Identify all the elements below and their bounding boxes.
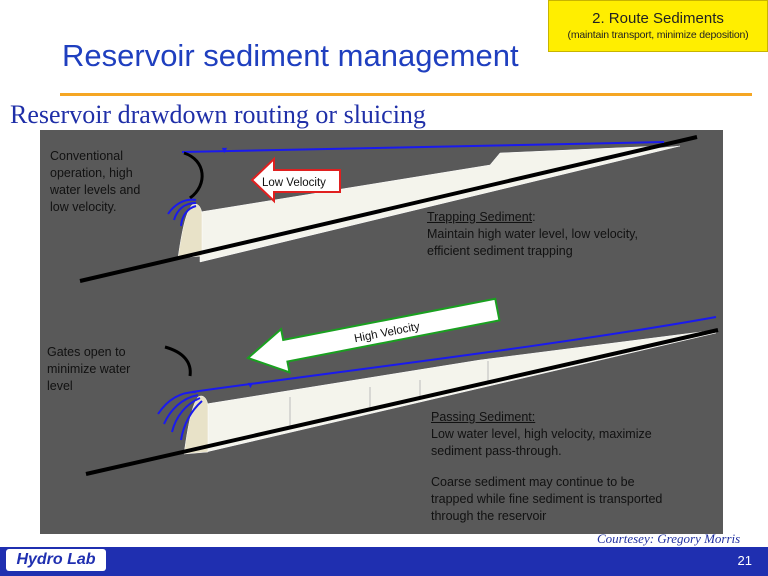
bottom-outflow-jet xyxy=(180,400,203,441)
bottom-extra-line: Coarse sediment may continue to be xyxy=(431,475,635,489)
top-dam xyxy=(177,203,203,259)
callout-heading: 2. Route Sediments xyxy=(592,10,724,27)
page-number: 21 xyxy=(737,553,752,568)
bottom-note: Gates open to minimize water level xyxy=(47,344,130,395)
callout-subheading: (maintain transport, minimize deposition… xyxy=(567,29,749,41)
bottom-outflow-jet xyxy=(163,394,199,425)
top-gate-arc xyxy=(183,151,204,200)
low-velocity-arrow-icon xyxy=(250,156,341,204)
bottom-outflow-jet xyxy=(171,397,201,433)
slide-title: Reservoir sediment management xyxy=(62,38,519,73)
top-description-line: efficient sediment trapping xyxy=(427,244,573,258)
courtesy-credit: Courtesey: Gregory Morris xyxy=(597,531,741,546)
bottom-dam xyxy=(183,395,209,455)
bottom-extra-line: through the reservoir xyxy=(431,509,547,523)
callout-box: 2. Route Sediments (maintain transport, … xyxy=(548,0,768,52)
bottom-description: Passing Sediment: Low water level, high … xyxy=(431,409,662,525)
top-ground-line xyxy=(79,135,698,283)
high-velocity-arrow-icon xyxy=(246,297,501,374)
hydro-lab-logo: Hydro Lab xyxy=(6,549,106,571)
top-description-line: Maintain high water level, low velocity, xyxy=(427,227,638,241)
bottom-note-line: level xyxy=(47,379,73,393)
trapping-heading: Trapping Sediment: xyxy=(427,210,536,224)
top-outflow-jet xyxy=(173,202,197,221)
top-note-line: low velocity. xyxy=(50,200,117,214)
footer-bar xyxy=(0,547,768,576)
top-outflow-jet xyxy=(180,205,197,227)
top-note-line: Conventional xyxy=(50,149,123,163)
bottom-outflow-jet xyxy=(157,391,197,415)
top-note: Conventional operation, high water level… xyxy=(50,148,140,216)
title-divider xyxy=(60,93,752,96)
top-water-line xyxy=(181,141,665,153)
bottom-water-marker-icon: ▼ xyxy=(246,380,255,390)
top-outflow-jet xyxy=(167,198,197,215)
bottom-note-line: minimize water xyxy=(47,362,131,376)
bottom-gate-arc xyxy=(164,345,192,377)
low-velocity-label: Low Velocity xyxy=(262,177,326,189)
bottom-note-line: Gates open to xyxy=(47,345,126,359)
bottom-water-line xyxy=(191,316,717,393)
top-water-marker-icon: ▼ xyxy=(220,145,229,155)
passing-heading: Passing Sediment: xyxy=(431,410,536,424)
slide-subtitle: Reservoir drawdown routing or sluicing xyxy=(10,100,426,129)
top-note-line: water levels and xyxy=(50,183,141,197)
bottom-extra-line: trapped while fine sediment is transport… xyxy=(431,492,663,506)
bottom-description-line: sediment pass-through. xyxy=(431,444,562,458)
top-note-line: operation, high xyxy=(50,166,133,180)
top-description: Trapping Sediment: Maintain high water l… xyxy=(427,209,638,260)
bottom-ground-line xyxy=(85,328,719,476)
bottom-description-line: Low water level, high velocity, maximize xyxy=(431,427,652,441)
